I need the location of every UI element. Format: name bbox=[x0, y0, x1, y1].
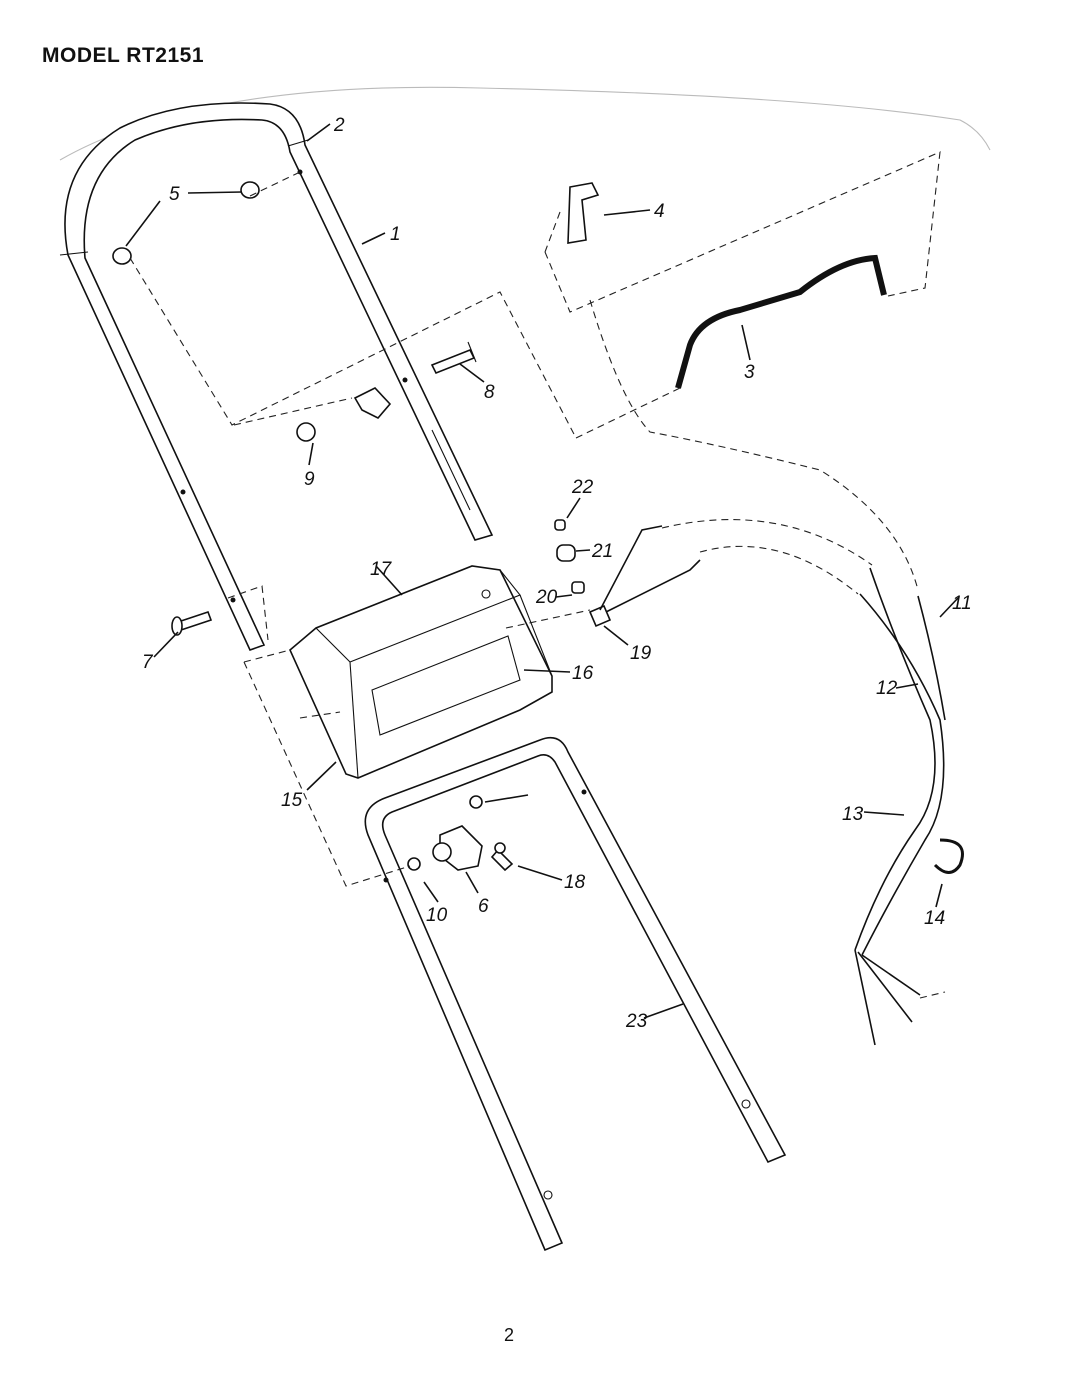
background-arc bbox=[59, 86, 991, 161]
callout-21: 21 bbox=[591, 541, 613, 562]
callout-22: 22 bbox=[571, 477, 594, 498]
page-number: 2 bbox=[504, 1325, 515, 1345]
upper-handle bbox=[59, 102, 494, 651]
callout-6: 6 bbox=[478, 896, 489, 917]
callout-7: 7 bbox=[142, 652, 154, 673]
callout-18: 18 bbox=[564, 872, 586, 893]
handle-knob-assembly bbox=[407, 795, 514, 872]
callout-5: 5 bbox=[169, 184, 180, 205]
callout-14: 14 bbox=[924, 908, 945, 929]
callout-2: 2 bbox=[333, 115, 345, 136]
page-title: MODEL RT2151 bbox=[42, 44, 204, 67]
rivet-part-5 bbox=[112, 181, 260, 265]
control-bail-wire bbox=[675, 254, 887, 389]
assembly-dashed-lines bbox=[129, 151, 946, 999]
leader-lines bbox=[125, 123, 959, 1019]
callout-17: 17 bbox=[370, 559, 393, 580]
callout-16: 16 bbox=[572, 663, 594, 684]
callout-10: 10 bbox=[426, 905, 448, 926]
callout-4: 4 bbox=[654, 201, 665, 222]
control-box bbox=[289, 565, 553, 779]
callout-15: 15 bbox=[281, 790, 303, 811]
callout-13: 13 bbox=[842, 804, 864, 825]
carriage-bolt-7 bbox=[171, 610, 213, 636]
callout-11: 11 bbox=[952, 593, 972, 614]
callout-12: 12 bbox=[876, 678, 898, 699]
band-clamp bbox=[933, 838, 964, 874]
switch-parts bbox=[554, 519, 612, 628]
callout-labels: 2 1 5 4 3 8 9 22 21 20 19 17 16 7 15 10 … bbox=[142, 115, 972, 1032]
lower-handle bbox=[364, 736, 787, 1252]
bail-clip bbox=[567, 182, 600, 244]
callout-9: 9 bbox=[304, 469, 315, 490]
bracket-assembly bbox=[296, 341, 477, 442]
callout-8: 8 bbox=[484, 382, 495, 403]
callout-3: 3 bbox=[744, 362, 755, 383]
callout-1: 1 bbox=[390, 224, 401, 245]
callout-23: 23 bbox=[625, 1011, 648, 1032]
wire-harness bbox=[599, 525, 946, 1046]
callout-20: 20 bbox=[535, 587, 558, 608]
callout-19: 19 bbox=[630, 643, 652, 664]
